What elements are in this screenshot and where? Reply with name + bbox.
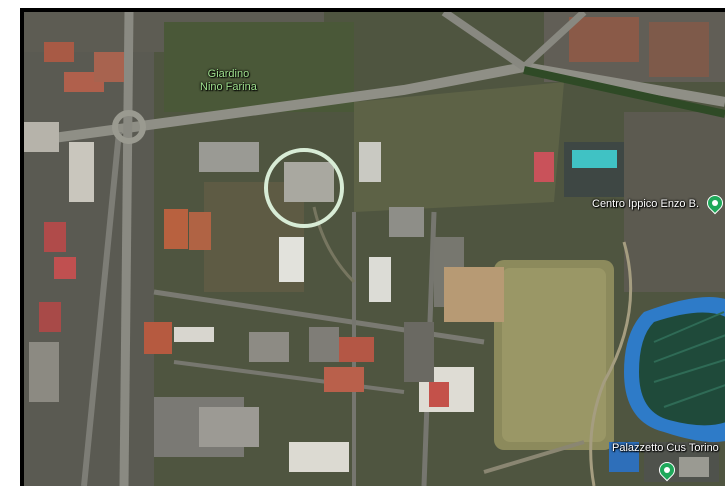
sports-hall-label[interactable]: Palazzetto Cus Torino <box>612 442 719 454</box>
highlight-circle <box>264 148 344 228</box>
satellite-imagery <box>24 12 725 486</box>
garden-label[interactable]: Giardino Nino Farina <box>200 68 257 94</box>
garden-label-line2: Nino Farina <box>200 81 257 93</box>
garden-label-line1: Giardino <box>207 68 250 80</box>
satellite-map[interactable]: Giardino Nino Farina Centro Ippico Enzo … <box>24 12 725 486</box>
map-frame: Giardino Nino Farina Centro Ippico Enzo … <box>20 8 725 486</box>
equestrian-center-label[interactable]: Centro Ippico Enzo B. <box>592 198 700 210</box>
